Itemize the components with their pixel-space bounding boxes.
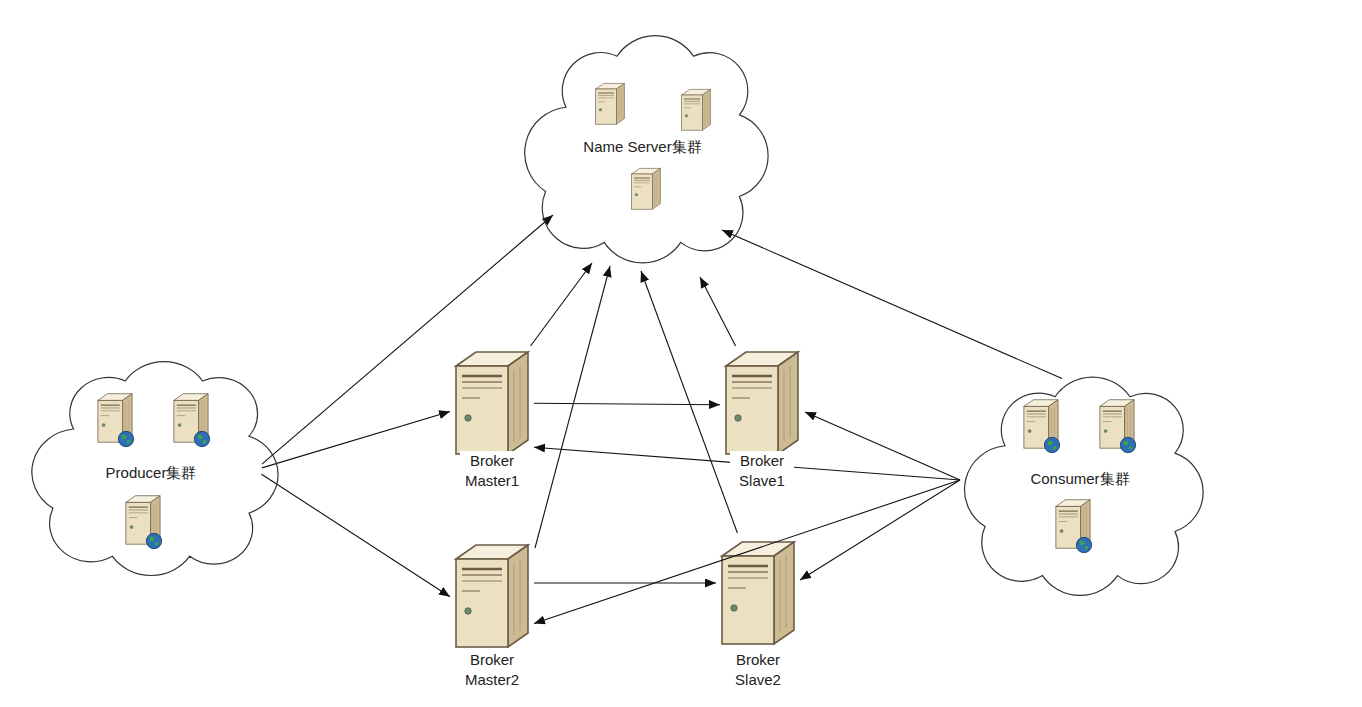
label-wrap: Consumer集群 bbox=[955, 469, 1205, 488]
cluster-label: Producer集群 bbox=[104, 464, 199, 481]
arrow-connector bbox=[534, 582, 716, 583]
arrow-connector bbox=[722, 230, 1062, 379]
broker-label: Broker Master2 bbox=[460, 650, 524, 690]
arrow-connector bbox=[535, 266, 610, 548]
arrow-connector bbox=[531, 263, 593, 346]
label-wrap: Broker Slave2 bbox=[686, 650, 830, 690]
arrow-connector bbox=[800, 480, 960, 580]
broker-server: Broker Slave2 bbox=[716, 533, 800, 690]
label-wrap: Broker Master2 bbox=[420, 650, 564, 690]
label-wrap: Broker Master1 bbox=[420, 451, 564, 491]
label-wrap: Producer集群 bbox=[22, 463, 280, 482]
arrow-connector bbox=[262, 215, 553, 464]
arrow-connector bbox=[534, 403, 720, 404]
broker-server: Broker Slave1 bbox=[720, 346, 804, 491]
label-wrap: Broker Slave1 bbox=[690, 451, 834, 491]
broker-server: Broker Master1 bbox=[450, 346, 534, 491]
arrow-connector bbox=[641, 271, 737, 533]
cluster-label: Name Server集群 bbox=[581, 138, 703, 155]
broker-server: Broker Master2 bbox=[450, 538, 534, 690]
arrow-connector bbox=[700, 277, 736, 346]
cluster-cloud: Name Server集群 bbox=[515, 18, 770, 273]
cluster-cloud: Producer集群 bbox=[22, 345, 280, 585]
cluster-label: Consumer集群 bbox=[1028, 470, 1131, 487]
arrow-connector bbox=[262, 474, 451, 597]
broker-label: Broker Slave2 bbox=[726, 650, 790, 690]
arrow-connector bbox=[262, 412, 450, 468]
broker-label: Broker Master1 bbox=[460, 451, 524, 491]
label-wrap: Name Server集群 bbox=[515, 137, 770, 156]
arrow-connector bbox=[534, 480, 960, 624]
cluster-cloud: Consumer集群 bbox=[955, 360, 1205, 605]
broker-label: Broker Slave1 bbox=[730, 451, 794, 491]
